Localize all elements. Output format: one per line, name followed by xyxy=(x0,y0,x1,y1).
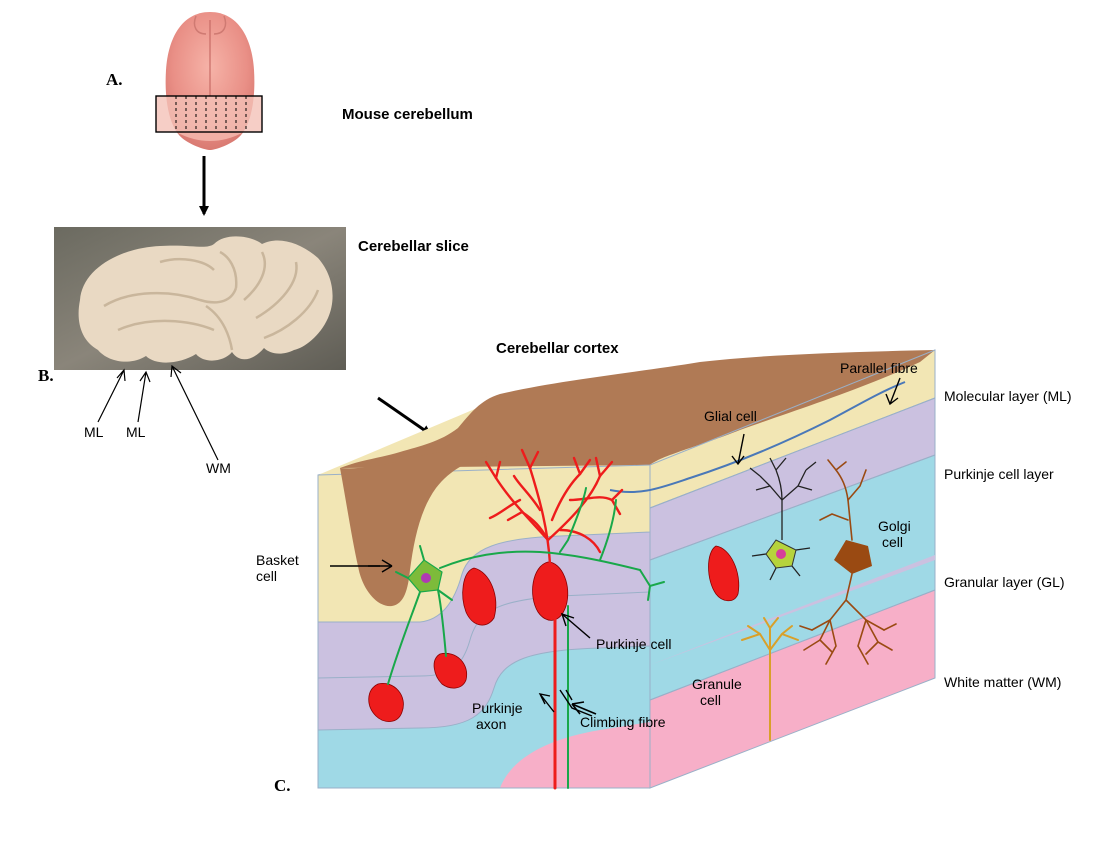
label-purkinje-cell: Purkinje cell xyxy=(596,636,671,652)
label-basket-line1: Basket xyxy=(256,552,299,568)
layer-label-purkinje: Purkinje cell layer xyxy=(944,466,1054,482)
title-mouse-cerebellum: Mouse cerebellum xyxy=(342,106,473,123)
label-purkinje-axon-line2: axon xyxy=(476,716,506,732)
panel-label-c: C. xyxy=(274,776,291,796)
slice-pointer-arrows xyxy=(98,366,218,460)
layer-label-white-matter: White matter (WM) xyxy=(944,674,1061,690)
layer-label-granular: Granular layer (GL) xyxy=(944,574,1065,590)
slice-label-ml-1: ML xyxy=(84,424,103,440)
slice-label-wm: WM xyxy=(206,460,231,476)
label-golgi-line1: Golgi xyxy=(878,518,911,534)
label-golgi-line2: cell xyxy=(882,534,903,550)
label-granule-line1: Granule xyxy=(692,676,742,692)
label-granule-line2: cell xyxy=(700,692,721,708)
slice-label-ml-2: ML xyxy=(126,424,145,440)
slice-to-cortex-arrow xyxy=(378,398,430,434)
cerebellar-slice-image xyxy=(54,227,346,370)
mouse-brain-image xyxy=(156,12,262,150)
label-parallel-fibre: Parallel fibre xyxy=(840,360,918,376)
label-glial-cell: Glial cell xyxy=(704,408,757,424)
layer-label-molecular: Molecular layer (ML) xyxy=(944,388,1072,404)
label-basket-line2: cell xyxy=(256,568,277,584)
panel-label-b: B. xyxy=(38,366,54,386)
label-climbing-fibre: Climbing fibre xyxy=(580,714,666,730)
title-cerebellar-cortex: Cerebellar cortex xyxy=(496,340,619,357)
label-purkinje-axon-line1: Purkinje xyxy=(472,700,523,716)
title-cerebellar-slice: Cerebellar slice xyxy=(358,238,469,255)
panel-label-a: A. xyxy=(106,70,123,90)
